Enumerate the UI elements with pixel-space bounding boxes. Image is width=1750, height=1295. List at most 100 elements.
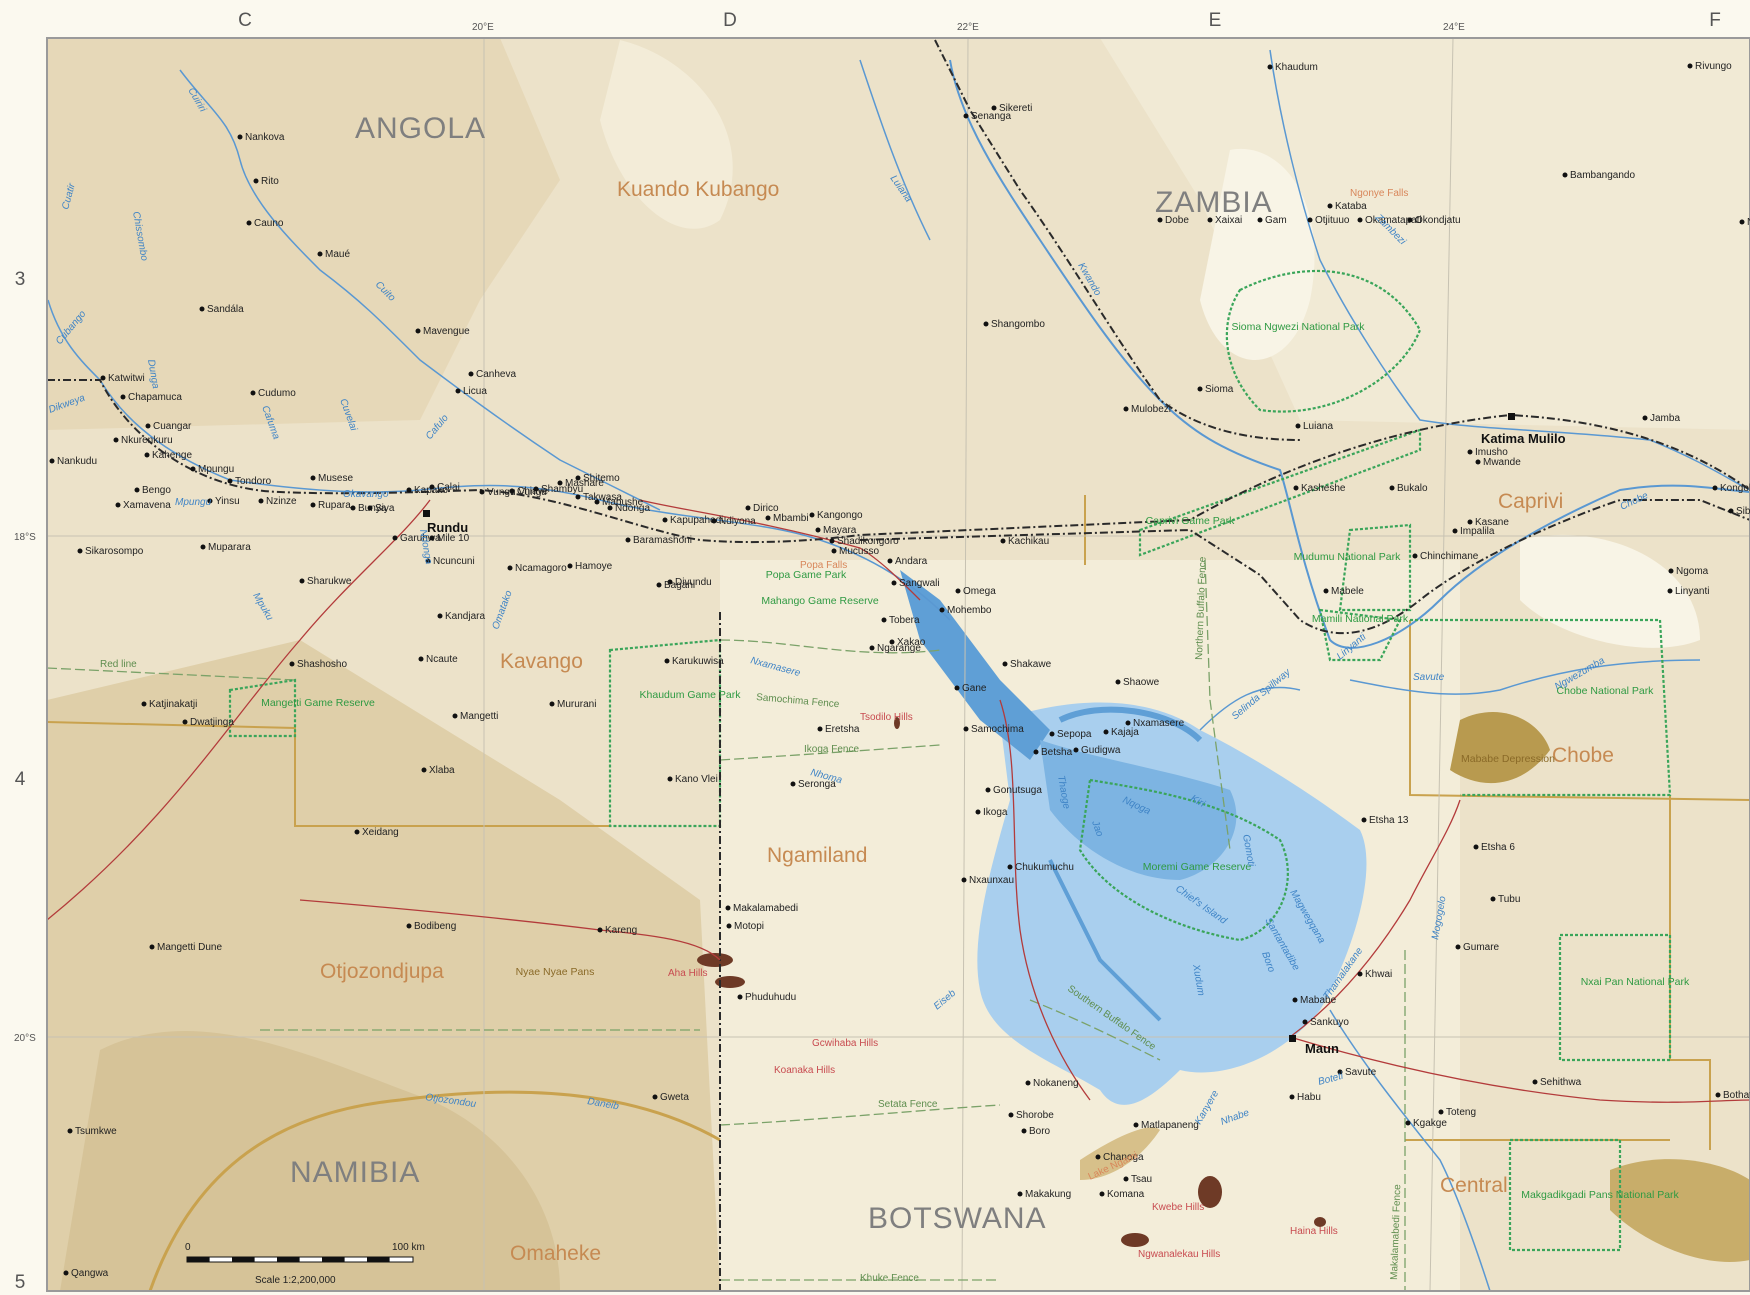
town-ncamagoro: Ncamagoro [515, 563, 567, 574]
town-marker-sand-la [199, 306, 205, 312]
town-sehithwa: Sehithwa [1540, 1077, 1582, 1088]
town-marker-chapamuca [120, 394, 126, 400]
line-makalamabedi-fence: Makalamabedi Fence [1389, 1184, 1403, 1280]
park-moremi: Moremi Game Reserve [1143, 861, 1252, 873]
park-boundaries [228, 269, 1672, 1252]
town-toteng: Toteng [1446, 1107, 1476, 1118]
town-mohembo: Mohembo [947, 605, 992, 616]
town-marker-eretsha [817, 726, 823, 732]
town-marker-shaowe [1115, 679, 1121, 685]
falls-ngonye: Ngonye Falls [1350, 188, 1408, 199]
line-ikoga-fence: Ikoga Fence [804, 744, 859, 755]
town-katwitwi: Katwitwi [108, 373, 145, 384]
hills-ngwanalekau: Ngwanalekau Hills [1138, 1249, 1220, 1260]
latitude-20s: 20°S [14, 1033, 36, 1044]
town-andara: Andara [895, 556, 928, 567]
town-marker-xamavena [115, 502, 121, 508]
region-central: Central [1440, 1174, 1508, 1197]
town-muparara: Muparara [208, 542, 251, 553]
town-marker-ncamagoro [507, 565, 513, 571]
region-caprivi: Caprivi [1498, 490, 1563, 513]
park-khaudum: Khaudum Game Park [640, 689, 742, 701]
town-marker-takwasa [575, 494, 581, 500]
town-imusho: Imusho [1475, 447, 1508, 458]
town-shambyu: Shambyu [541, 484, 583, 495]
town-marker-mbambi [765, 515, 771, 521]
town-mangetti: Mangetti [460, 711, 498, 722]
river-savute: Savute [1413, 672, 1445, 683]
town-motopi: Motopi [734, 921, 764, 932]
hills-gcwihaba: Gcwihaba Hills [812, 1038, 878, 1049]
scale-start: 0 [185, 1242, 191, 1253]
town-rupara: Rupara [318, 500, 351, 511]
hills-aha: Aha Hills [668, 968, 707, 979]
scale-bar [186, 1256, 414, 1263]
longitude-22e: 22°E [957, 22, 979, 33]
town-marker-canheva [468, 371, 474, 377]
town-khaudum: Khaudum [1275, 62, 1318, 73]
town-nokaneng: Nokaneng [1033, 1078, 1079, 1089]
town-marker-sikarosompo [77, 548, 83, 554]
region-chobe: Chobe [1552, 744, 1614, 767]
town-tsau: Tsau [1131, 1174, 1152, 1185]
town-marker-linyanti [1667, 588, 1673, 594]
town-marker-mururani [549, 701, 555, 707]
town-ngarange: Ngarange [877, 643, 921, 654]
town-marker-sioma [1197, 386, 1203, 392]
town-marker-tubu [1490, 896, 1496, 902]
town-mavengue: Mavengue [423, 326, 470, 337]
town-rundu: Rundu [427, 520, 468, 535]
pans-nyae-nyae: Nyae Nyae Pans [516, 966, 595, 978]
town-baramashoni: Baramashoni [633, 535, 692, 546]
region-labels: Kuando Kubango Kavango Caprivi Chobe Nga… [320, 178, 1614, 1265]
park-caprivi: Caprivi Game Park [1146, 515, 1235, 527]
town-kapupahedi: Kapupahedi [670, 515, 723, 526]
town-marker-xakao [889, 639, 895, 645]
town-samochima: Samochima [971, 724, 1024, 735]
town-marker-shangombo [983, 321, 989, 327]
town-marker-sibbinda [1728, 508, 1734, 514]
town-ngoma: Ngoma [1676, 566, 1709, 577]
town-chanoga: Chanoga [1103, 1152, 1144, 1163]
town-marker-sankuyo [1302, 1019, 1308, 1025]
town-kangongo: Kangongo [817, 510, 863, 521]
town-marker-mabushe [594, 499, 600, 505]
town-chinchimane: Chinchimane [1420, 551, 1479, 562]
town-ncaute: Ncaute [426, 654, 458, 665]
town-marker-makalamabedi [725, 905, 731, 911]
town-marker-bukalo [1389, 485, 1395, 491]
town-mau-: Maué [325, 249, 350, 260]
town-nankudu: Nankudu [57, 456, 97, 467]
town-canheva: Canheva [476, 369, 516, 380]
town-marker-kachikau [1000, 538, 1006, 544]
town-gam: Gam [1265, 215, 1287, 226]
town-ndiyona: Ndiyona [719, 516, 756, 527]
town-marker-sepopa [1049, 731, 1055, 737]
town-marker-mpungu [190, 466, 196, 472]
town-marker-omega [955, 588, 961, 594]
town-ikoga: Ikoga [983, 807, 1008, 818]
town-musese: Musese [318, 473, 353, 484]
town-marker-cauno [246, 220, 252, 226]
town-marker-mababe [1292, 997, 1298, 1003]
roads [46, 499, 1750, 1103]
longitude-24e: 24°E [1443, 22, 1465, 33]
town-seronga: Seronga [798, 779, 836, 790]
town-marker-musese [310, 475, 316, 481]
town-marker-bodibeng [406, 923, 412, 929]
town-marker-chiave [509, 488, 515, 494]
town-xaixai: Xaixai [1215, 215, 1242, 226]
town-jamba: Jamba [1650, 413, 1680, 424]
town-marker-bunya [350, 505, 356, 511]
town-sikarosompo: Sikarosompo [85, 546, 144, 557]
scale-bar-labels: 0 100 km Scale 1:2,200,000 [185, 1242, 425, 1286]
town-marker-nkurenkuru [113, 437, 119, 443]
town-marker-etsha-6 [1473, 844, 1479, 850]
town-marker-ndonga [607, 505, 613, 511]
town-marker-tsau [1123, 1176, 1129, 1182]
town-marker-nankova [237, 134, 243, 140]
town-bambangando: Bambangando [1570, 170, 1635, 181]
town-marker-sangwali [891, 580, 897, 586]
town-impalila: Impalila [1460, 526, 1495, 537]
hills-koanaka: Koanaka Hills [774, 1065, 835, 1076]
